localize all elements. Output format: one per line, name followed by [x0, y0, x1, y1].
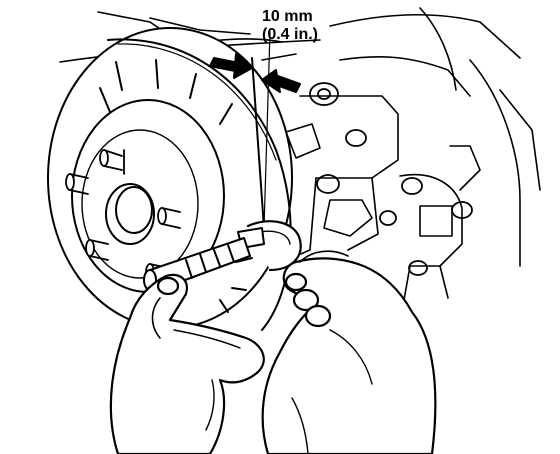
measurement-imperial-label: (0.4 in.) [262, 26, 319, 43]
suspension-background [59, 7, 541, 301]
wheel-stud [85, 239, 109, 261]
left-hand [109, 273, 265, 454]
measurement-indicator [209, 31, 301, 229]
wheel-stud [99, 149, 125, 175]
background-bolts [309, 82, 473, 276]
rotor-vent-slots [99, 59, 253, 313]
right-arrow [261, 69, 301, 93]
right-hand [261, 250, 437, 454]
wheel-stud [157, 207, 181, 229]
measurement-metric-label: 10 mm [262, 8, 313, 25]
wheel-stud [65, 173, 89, 195]
measurement-callout: 10 mm (0.4 in.) [262, 8, 318, 44]
left-arrow [209, 53, 253, 79]
